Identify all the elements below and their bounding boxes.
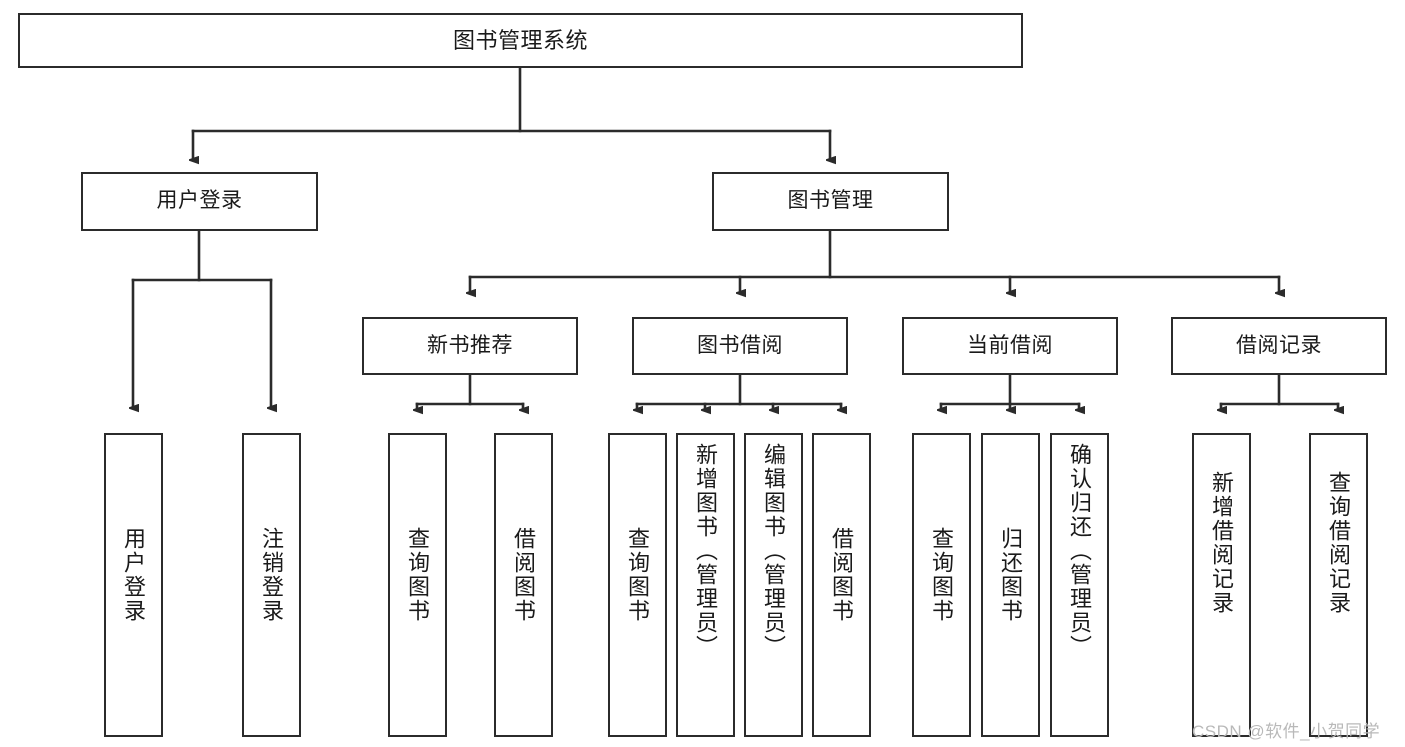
node-label: 查询图书 [405, 527, 431, 623]
node-label: 图书借阅 [697, 333, 783, 357]
node-user-login[interactable]: 用户登录 [81, 172, 318, 231]
node-leaf-edit-book[interactable]: 编辑图书（管理员） [744, 433, 803, 737]
node-label: 借阅图书 [511, 527, 537, 623]
node-label: 新增借阅记录 [1209, 471, 1235, 615]
csdn-watermark: CSDN @软件_小贺同学 [1192, 722, 1381, 741]
node-leaf-user-logout[interactable]: 注销登录 [242, 433, 301, 737]
node-label: 查询借阅记录 [1326, 471, 1352, 615]
node-leaf-query-record[interactable]: 查询借阅记录 [1309, 433, 1368, 737]
node-label: 用户登录 [156, 189, 243, 213]
node-label: 查询图书 [625, 527, 651, 623]
node-root-book-management-system[interactable]: 图书管理系统 [18, 13, 1023, 68]
node-leaf-return-book[interactable]: 归还图书 [981, 433, 1040, 737]
node-label: 当前借阅 [967, 333, 1053, 357]
node-label: 查询图书 [929, 527, 955, 623]
node-label: 归还图书 [998, 527, 1024, 623]
node-leaf-query-book-1[interactable]: 查询图书 [388, 433, 447, 737]
node-book-borrow[interactable]: 图书借阅 [632, 317, 848, 375]
node-label: 图书管理 [787, 189, 874, 213]
node-book-management[interactable]: 图书管理 [712, 172, 949, 231]
node-borrow-record[interactable]: 借阅记录 [1171, 317, 1387, 375]
node-current-borrow[interactable]: 当前借阅 [902, 317, 1118, 375]
node-leaf-borrow-book-2[interactable]: 借阅图书 [812, 433, 871, 737]
node-leaf-confirm-return[interactable]: 确认归还（管理员） [1050, 433, 1109, 737]
node-leaf-borrow-book-1[interactable]: 借阅图书 [494, 433, 553, 737]
node-new-book-recommend[interactable]: 新书推荐 [362, 317, 578, 375]
node-label: 图书管理系统 [452, 27, 588, 53]
node-leaf-add-book[interactable]: 新增图书（管理员） [676, 433, 735, 737]
node-label: 用户登录 [121, 527, 147, 623]
node-label: 借阅记录 [1236, 333, 1322, 357]
node-leaf-add-record[interactable]: 新增借阅记录 [1192, 433, 1251, 737]
node-label: 借阅图书 [829, 527, 855, 623]
node-leaf-query-book-2[interactable]: 查询图书 [608, 433, 667, 737]
node-label: 确认归还（管理员） [1067, 443, 1093, 659]
node-label: 注销登录 [259, 527, 285, 623]
node-label: 编辑图书（管理员） [761, 443, 787, 659]
node-label: 新增图书（管理员） [693, 443, 719, 659]
node-label: 新书推荐 [427, 333, 513, 357]
node-leaf-query-book-3[interactable]: 查询图书 [912, 433, 971, 737]
node-leaf-user-login[interactable]: 用户登录 [104, 433, 163, 737]
